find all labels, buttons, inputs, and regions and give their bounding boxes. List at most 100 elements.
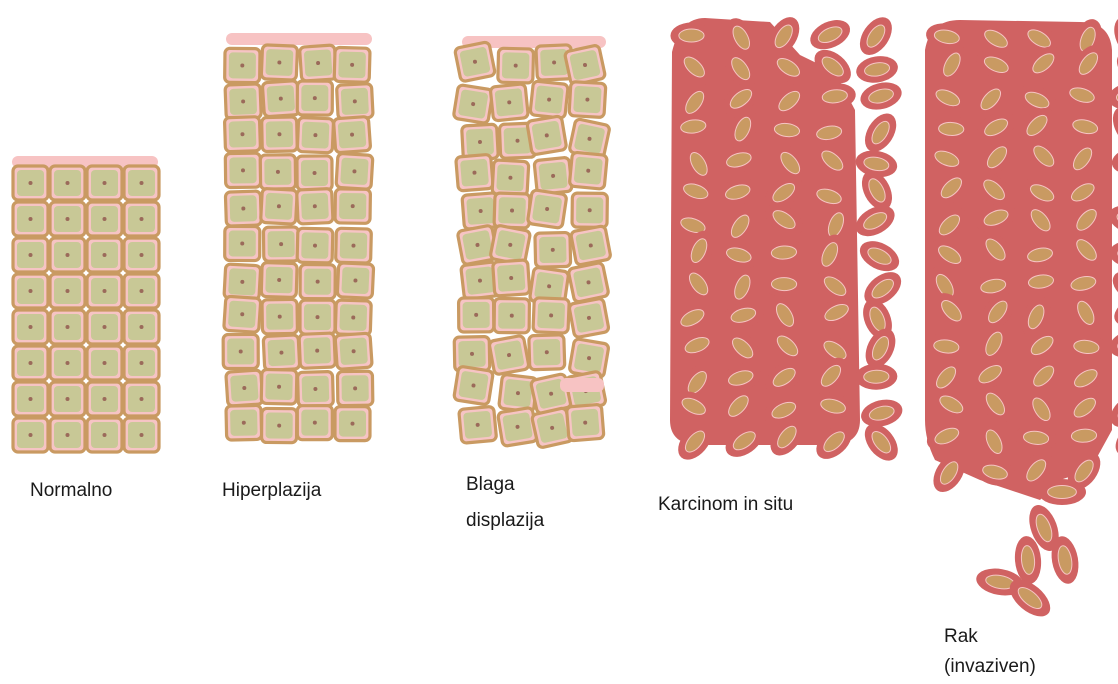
cell [87,238,122,272]
cell [459,406,497,443]
cell [225,48,260,82]
cell-nucleus [29,361,33,365]
cell-nucleus [66,181,70,185]
cell [569,152,607,189]
cell [494,299,529,333]
cell [226,405,262,440]
cell-nucleus [103,253,107,257]
cell [335,333,372,369]
cell [87,346,122,380]
cell [13,166,48,200]
cell [564,45,605,86]
cancer-cell [855,363,898,390]
cell-nucleus [316,315,320,319]
cell [262,299,298,334]
cell [224,296,261,332]
cell [13,346,48,380]
cell [50,310,85,344]
cell [490,84,528,121]
cell-nucleus [66,253,70,257]
cell-nucleus [140,253,144,257]
cell-nucleus [240,241,244,245]
cell [493,260,530,296]
cell [492,160,529,196]
cancer-cell [858,396,905,431]
cell [299,333,335,368]
cancer-cell [857,78,904,114]
cell-nucleus [103,181,107,185]
cell [336,153,373,189]
cell [454,337,490,372]
cell [337,263,374,299]
cancer-cell [853,11,898,60]
cell-nucleus [29,433,33,437]
invading-cell [1038,479,1086,505]
cell-nucleus [140,217,144,221]
cell [124,274,159,308]
cell [568,262,609,302]
cancer-cell-nucleus [679,29,704,42]
cell [263,335,300,371]
cell-nucleus [29,181,33,185]
cell [454,366,494,405]
cell [494,193,530,228]
cell [337,84,374,120]
cell [299,45,336,81]
cell-nucleus [474,313,478,317]
cancer-cell [806,14,855,55]
cell [262,117,298,152]
cell [498,407,538,446]
cell-nucleus [239,349,243,353]
cell-nucleus [316,280,320,284]
cell-nucleus [103,397,107,401]
cancer-cell [855,235,904,277]
cell [534,157,572,194]
cell [535,232,571,267]
cell-nucleus [140,433,144,437]
cell [300,265,335,299]
cell [335,300,371,335]
cell-nucleus [29,253,33,257]
cell [225,191,261,226]
cell [260,155,295,189]
cell [459,298,494,332]
cell [337,371,372,406]
cell [225,226,260,260]
cell [225,84,261,119]
cancer-cell [859,108,903,157]
cell-nucleus [29,325,33,329]
cell [297,189,333,224]
cell-nucleus [29,217,33,221]
label-carcinoma-in-situ: Karcinom in situ [658,492,793,518]
cell-nucleus [66,325,70,329]
cell [124,382,159,416]
cell [224,117,260,152]
cell [261,369,297,404]
cell-nucleus [277,424,281,428]
cell [297,371,333,406]
cell [50,166,85,200]
cell-nucleus [140,361,144,365]
cell-nucleus [29,397,33,401]
cell [50,202,85,236]
cell-nucleus [103,217,107,221]
cell [13,382,48,416]
cell [50,346,85,380]
cell [297,406,332,440]
cell [124,418,159,452]
label-invasive-line2: (invaziven) [944,654,1036,680]
stage-hyperplasia-tissue [223,33,374,443]
cancer-cell-nucleus [1048,486,1077,499]
cell [262,81,299,117]
cell [456,154,494,191]
stage-invasive-cancer-tissue [922,12,1118,623]
label-invasive-line1: Rak [944,624,978,650]
cell [454,42,495,82]
cell-nucleus [103,325,107,329]
cell-nucleus [140,397,144,401]
cell [87,202,122,236]
cell-nucleus [350,422,354,426]
cell [124,346,159,380]
cell [13,274,48,308]
